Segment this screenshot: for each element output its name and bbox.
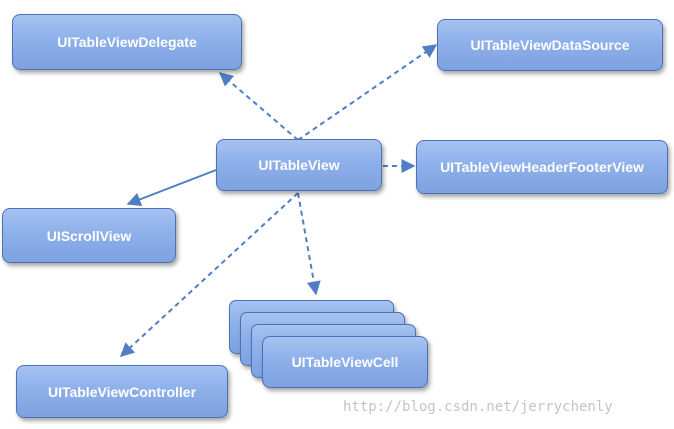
node-uitableviewcontroller: UITableViewController [16, 365, 228, 418]
node-label: UITableViewCell [291, 354, 399, 370]
node-uitableviewheaderfooterview: UITableViewHeaderFooterView [416, 140, 668, 194]
node-uiscrollview: UIScrollView [2, 208, 176, 263]
node-uitableviewdelegate: UITableViewDelegate [12, 14, 242, 70]
edge-tableview-to-scrollview [126, 169, 217, 206]
node-label: UITableView [258, 157, 340, 173]
node-label: UITableViewDataSource [470, 37, 630, 53]
node-uitableviewdatasource: UITableViewDataSource [437, 19, 663, 71]
node-label: UIScrollView [46, 227, 132, 244]
node-uitableview: UITableView [216, 139, 382, 191]
node-label: UITableViewHeaderFooterView [440, 159, 644, 175]
node-uitableviewcell: UITableViewCell [262, 336, 428, 388]
node-label: UITableViewController [47, 383, 197, 400]
edge-tableview-to-delegate [218, 72, 299, 141]
edge-tableview-to-controller [119, 192, 299, 357]
edge-tableview-to-datasource [297, 44, 438, 141]
watermark-url: http://blog.csdn.net/jerrychenly [343, 399, 613, 415]
edge-tableview-to-cell [297, 192, 321, 296]
node-label: UITableViewDelegate [57, 34, 197, 50]
